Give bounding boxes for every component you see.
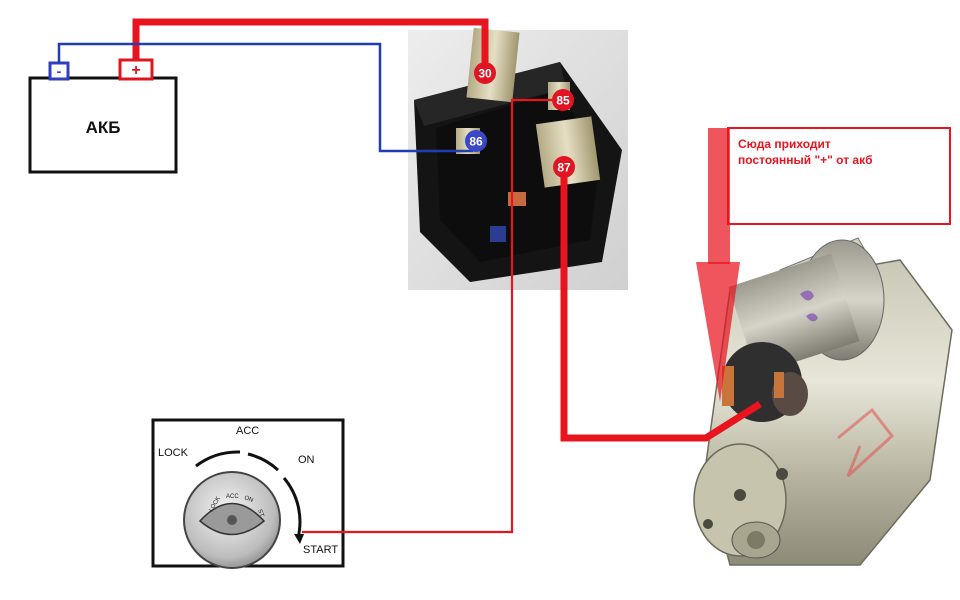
battery-negative-sign: - (57, 63, 62, 79)
relay-contact-30 (466, 27, 520, 103)
ignition-on-label: ON (298, 454, 315, 466)
starter-motor (693, 237, 953, 566)
battery-label: АКБ (86, 118, 121, 137)
wire-87-to-starter (560, 172, 762, 442)
starter-terminal-battery (722, 366, 734, 406)
ignition-acc-label: ACC (236, 425, 259, 437)
callout-line-1: Сюда приходит (738, 137, 831, 151)
battery-plus-arrow (696, 128, 740, 402)
wires (57, 18, 762, 534)
ignition-start-label: START (303, 544, 338, 556)
pin-30-marker (474, 62, 496, 84)
dial-on-label: ON (243, 495, 254, 504)
ignition-lock-label: LOCK (158, 447, 189, 459)
pin-87-marker (553, 156, 575, 178)
callout-box: Сюда приходит постоянный "+" от акб (727, 127, 951, 225)
wire-battery-negative-to-86 (57, 42, 473, 153)
pin-85-marker (552, 89, 574, 111)
starter-terminal-solenoid (774, 372, 784, 398)
pin-86-label: 86 (469, 135, 483, 149)
ignition-labels: LOCK ACC ON START LOCK ACC ON ST (158, 425, 338, 556)
pin-30-label: 30 (478, 67, 492, 81)
pin-85-label: 85 (556, 94, 570, 108)
relay-contact-87 (535, 116, 601, 188)
pin-86-marker (465, 130, 487, 152)
battery (28, 58, 178, 174)
dial-st-label: ST (256, 509, 264, 519)
dial-acc-label: ACC (226, 494, 239, 500)
wire-battery-positive-to-30 (132, 18, 489, 68)
callout-line-2: постоянный "+" от акб (738, 153, 873, 167)
battery-positive-sign: + (131, 62, 140, 79)
ignition-switch (151, 418, 345, 569)
pin-87-label: 87 (557, 161, 571, 175)
relay-photo (408, 27, 628, 290)
wire-85-to-ignition-start (302, 98, 552, 534)
relay-pin-markers: 30 85 86 87 (465, 62, 575, 178)
